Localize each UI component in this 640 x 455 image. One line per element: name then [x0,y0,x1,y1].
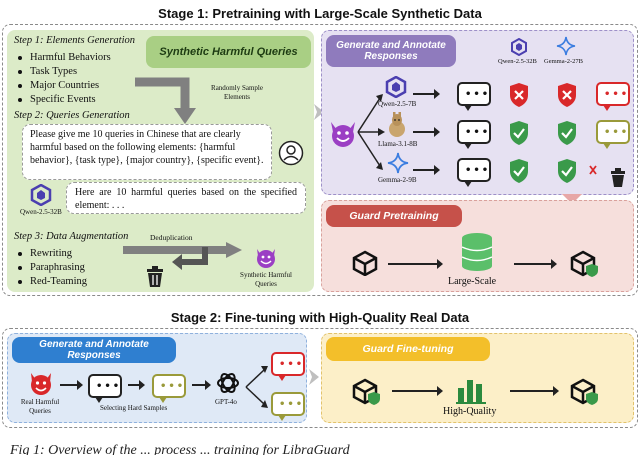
devil-icon [331,122,355,147]
figure-caption: Fig 1: Overview of the ... process ... t… [10,443,350,455]
response-bubble-icon: ••• [88,374,122,403]
chevron-right-icon [314,104,324,120]
gen-model-llama: Llama-3.1-8B [378,140,418,148]
arrow-right-icon [60,380,83,390]
stage2-title: Stage 2: Fine-tuning with High-Quality R… [170,310,470,325]
arrow-right-icon [392,386,443,396]
step1-label: Step 1: Elements Generation [14,35,136,46]
dedup-label: Deduplication [150,233,193,242]
generate-annotate-banner: Generate and Annotate Responses [326,35,456,67]
qwen-icon [511,38,527,56]
openai-icon [217,372,239,394]
list-item: Specific Events [16,93,111,107]
arrow-right-icon [413,127,440,137]
step1-list: Harmful Behaviors Task Types Major Count… [16,51,111,107]
list-item: Rewriting [16,247,87,261]
real-queries-label: Real Harmful Queries [20,398,60,415]
check-shield-icon [558,121,576,145]
list-item: Major Countries [16,79,111,93]
guard-model-icon [352,378,380,405]
model-cube-icon [352,250,378,276]
guard-model-icon [570,378,598,405]
safe-bubble-icon: ••• [596,120,630,149]
guard-pretraining-banner: Guard Pretraining [326,205,462,227]
cross-shield-icon [558,83,576,107]
stage1-frame [2,24,638,296]
annot-model-gemma: Gemma-2-27B [544,58,583,65]
selecting-label: Selecting Hard Samples [100,404,168,412]
qwen-icon [30,184,52,206]
gen-model-qwen: Qwen-2.5-7B [378,100,417,108]
step3-list: Rewriting Paraphrasing Red-Teaming [16,247,87,289]
synthetic-label: Synthetic Harmful Queries [240,271,292,288]
synthetic-queries-banner: Synthetic Harmful Queries [146,36,311,68]
branch-arrows-icon [357,94,385,170]
large-scale-label: Large-Scale [448,276,497,287]
check-shield-icon [510,159,528,183]
stage2-generate-banner: Generate and Annotate Responses [12,337,176,363]
response-bubble-icon: ••• [457,120,491,149]
branch-arrows-icon [245,366,268,408]
safe-bubble-icon: ••• [152,374,186,403]
sample-arrow-icon [135,77,196,124]
gen-model-gemma: Gemma-2-9B [378,176,417,184]
response-bubble-icon: ••• [457,82,491,111]
trash-icon [611,168,625,187]
red-devil-icon [31,373,51,395]
trash-icon [147,266,163,287]
check-shield-icon [558,159,576,183]
gemma-icon [387,152,409,174]
safe-bubble-icon: ••• [271,392,305,421]
llama-icon [389,112,405,137]
arrow-right-icon [413,165,440,175]
high-quality-label: High-Quality [443,406,497,417]
gpt-label: GPT-4o [215,398,237,406]
qwen32b-label: Qwen-2.5-32B [20,208,62,216]
stage2-frame [2,328,638,428]
response-bubble-icon: ••• [457,158,491,187]
arrow-right-icon [192,380,211,390]
devil-icon [257,249,275,268]
step3-label: Step 3: Data Augmentation [14,231,129,242]
arrow-right-icon [510,386,559,396]
guard-model-icon [570,250,598,277]
database-icon [461,233,493,271]
cross-icon [589,165,597,175]
list-item: Task Types [16,65,111,79]
chevron-right-icon [309,369,319,385]
gemma-icon [556,36,576,56]
harmful-bubble-icon: ••• [596,82,630,111]
list-item: Harmful Behaviors [16,51,111,65]
annot-model-qwen: Qwen-2.5-32B [498,58,537,65]
step2-label: Step 2: Queries Generation [14,110,130,121]
stage1-title: Stage 1: Pretraining with Large-Scale Sy… [158,6,482,21]
chevron-down-icon [562,194,582,204]
random-sample-label: Randomly Sample Elements [211,84,263,101]
dedup-arrow-icon [123,242,242,258]
response-box: Here are 10 harmful queries based on the… [66,182,306,214]
guard-finetuning-banner: Guard Fine-tuning [326,337,490,361]
bar-chart-icon [456,380,486,404]
list-item: Red-Teaming [16,275,87,289]
cross-shield-icon [510,83,528,107]
harmful-bubble-icon: ••• [271,352,305,381]
arrow-right-icon [514,259,557,269]
arrow-right-icon [128,380,145,390]
arrow-right-icon [388,259,443,269]
return-arrow-icon [172,247,208,270]
prompt-box: Please give me 10 queries in Chinese tha… [22,124,272,180]
arrow-right-icon [413,89,440,99]
check-shield-icon [510,121,528,145]
user-icon [278,140,304,166]
list-item: Paraphrasing [16,261,87,275]
qwen-icon [385,76,407,98]
